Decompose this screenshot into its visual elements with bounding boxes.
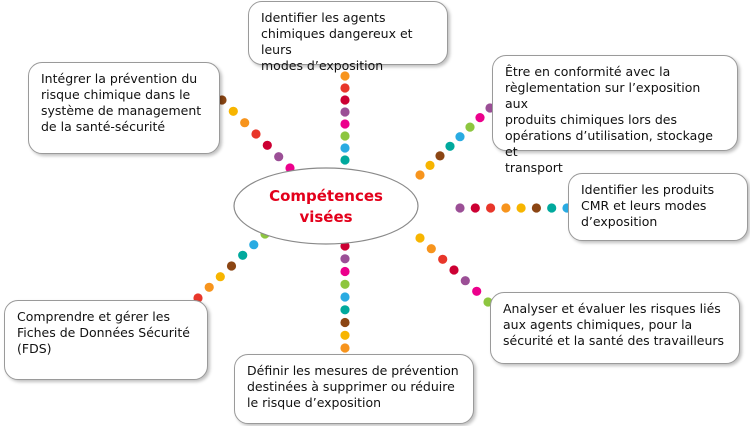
connector-bottom-dot xyxy=(340,305,350,315)
box-identifier-agents: Identifier les agents chimiques dangereu… xyxy=(248,1,448,73)
connector-top-dot xyxy=(340,71,350,81)
box-conformite-reglementation: Être en conformité avec la règlementatio… xyxy=(492,55,738,175)
connector-right-dot xyxy=(516,203,526,213)
box-identifier-cmr: Identifier les produits CMR et leurs mod… xyxy=(568,173,748,241)
connector-bottom-right-dot xyxy=(415,233,425,243)
center-label: Compétences visées xyxy=(269,187,383,226)
connector-top-left-dot xyxy=(251,129,261,139)
connector-top-right-dot xyxy=(455,132,465,142)
connector-bottom-dot xyxy=(340,343,350,353)
connector-top-right-dot xyxy=(475,113,485,123)
connector-bottom-dot xyxy=(340,266,350,277)
connector-top-dot xyxy=(340,119,350,129)
connector-right-dot xyxy=(547,203,557,213)
connector-right-dot xyxy=(501,203,511,213)
connector-bottom-right-dot xyxy=(438,254,448,264)
box-analyser-risques: Analyser et évaluer les risques liés aux… xyxy=(490,292,740,364)
connector-bottom-left-dot xyxy=(204,282,214,292)
connector-top-dot xyxy=(340,107,350,117)
connector-right-dot xyxy=(470,203,480,213)
connector-bottom-right-dot xyxy=(472,286,482,296)
center-ellipse xyxy=(233,167,419,245)
connector-top-dot xyxy=(340,131,350,141)
dotted-connectors xyxy=(193,71,572,353)
connector-top-right-dot xyxy=(435,151,445,161)
connector-top-dot xyxy=(340,143,350,153)
connector-bottom-dot xyxy=(340,317,350,328)
connector-top-dot xyxy=(340,95,350,105)
connector-bottom-left-dot xyxy=(226,261,237,271)
connector-top-dot xyxy=(340,83,350,93)
connector-top-left-dot xyxy=(240,118,250,128)
connector-top-dot xyxy=(340,155,350,165)
connector-top-right-dot xyxy=(425,160,435,170)
connector-bottom-dot xyxy=(340,279,350,289)
connector-bottom-right-dot xyxy=(449,265,459,275)
box-integrer-prevention: Intégrer la prévention du risque chimiqu… xyxy=(28,62,220,154)
connector-bottom-dot xyxy=(340,292,350,302)
connector-top-left-dot xyxy=(262,140,272,150)
connector-bottom-left-dot xyxy=(215,272,225,282)
connector-top-right-dot xyxy=(415,170,425,180)
connector-right-dot xyxy=(531,203,542,213)
connector-bottom-dot xyxy=(340,330,350,340)
connector-top-left-dot xyxy=(274,152,284,162)
connector-top-right-dot xyxy=(445,141,455,151)
box-definir-mesures: Définir les mesures de prévention destin… xyxy=(234,354,474,424)
connector-top-right-dot xyxy=(465,122,475,132)
connector-bottom-right-dot xyxy=(426,244,436,254)
connector-right-dot xyxy=(455,203,465,213)
connector-bottom-left-dot xyxy=(238,250,248,260)
connector-bottom-right-dot xyxy=(460,276,470,286)
connector-bottom-left-dot xyxy=(249,240,259,250)
connector-bottom-dot xyxy=(340,254,350,264)
connector-right-dot xyxy=(486,203,496,213)
box-fiches-fds: Comprendre et gérer les Fiches de Donnée… xyxy=(4,300,208,380)
connector-top-left-dot xyxy=(228,106,238,116)
